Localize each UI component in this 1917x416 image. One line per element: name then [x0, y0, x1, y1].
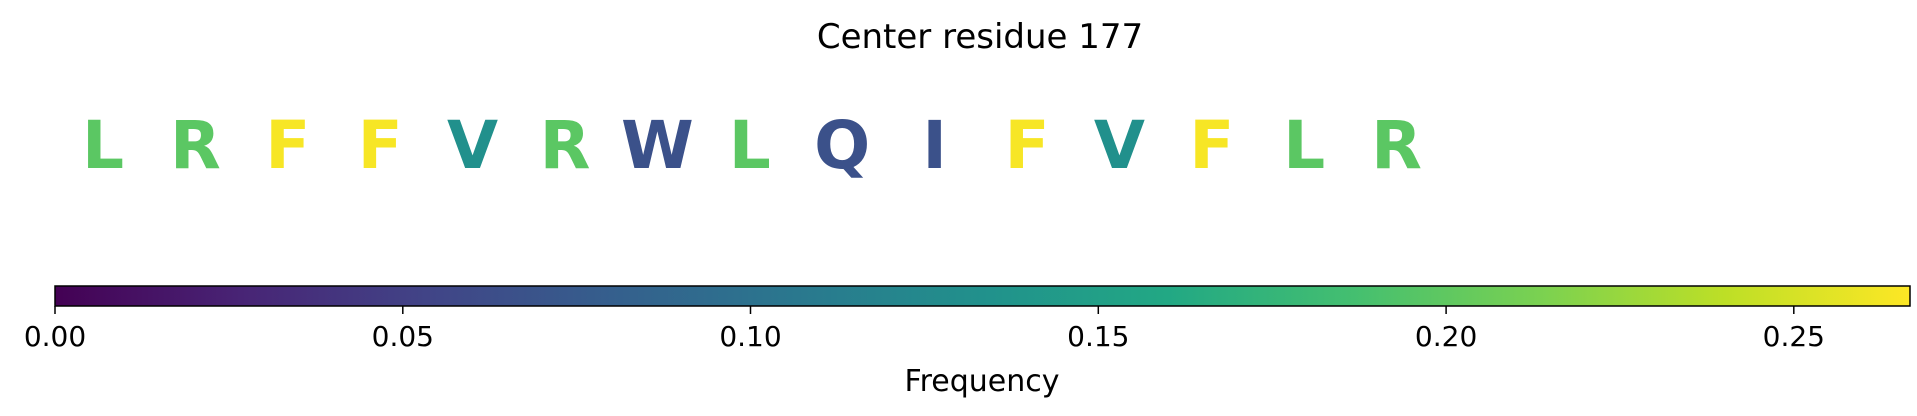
colorbar-tick-label: 0.25: [1763, 320, 1825, 353]
residue-letter: F: [265, 107, 310, 184]
residue-letter: L: [1283, 107, 1325, 184]
residue-letter: V: [447, 107, 498, 184]
colorbar-tick-label: 0.00: [24, 320, 86, 353]
residue-letter: F: [1004, 107, 1049, 184]
chart-title: Center residue 177: [817, 17, 1143, 57]
residue-letter: I: [922, 107, 947, 184]
residue-letter: R: [1371, 107, 1422, 184]
residue-letter: L: [729, 107, 771, 184]
residue-letter: R: [540, 107, 591, 184]
residue-letter: R: [170, 107, 221, 184]
residue-letter: L: [82, 107, 124, 184]
colorbar-label: Frequency: [905, 364, 1060, 399]
residue-letter: W: [621, 107, 694, 184]
colorbar: [54, 285, 1911, 307]
residue-letter: Q: [814, 107, 870, 184]
residue-letter: V: [1094, 107, 1145, 184]
residue-letter: F: [358, 107, 403, 184]
residue-letter: F: [1189, 107, 1234, 184]
colorbar-tick-label: 0.05: [372, 320, 434, 353]
colorbar-tick-label: 0.10: [719, 320, 781, 353]
colorbar-tick-label: 0.15: [1067, 320, 1129, 353]
colorbar-tick-label: 0.20: [1415, 320, 1477, 353]
colorbar-ticks: 0.00 0.05 0.10 0.15 0.20 0.25: [24, 306, 1825, 353]
